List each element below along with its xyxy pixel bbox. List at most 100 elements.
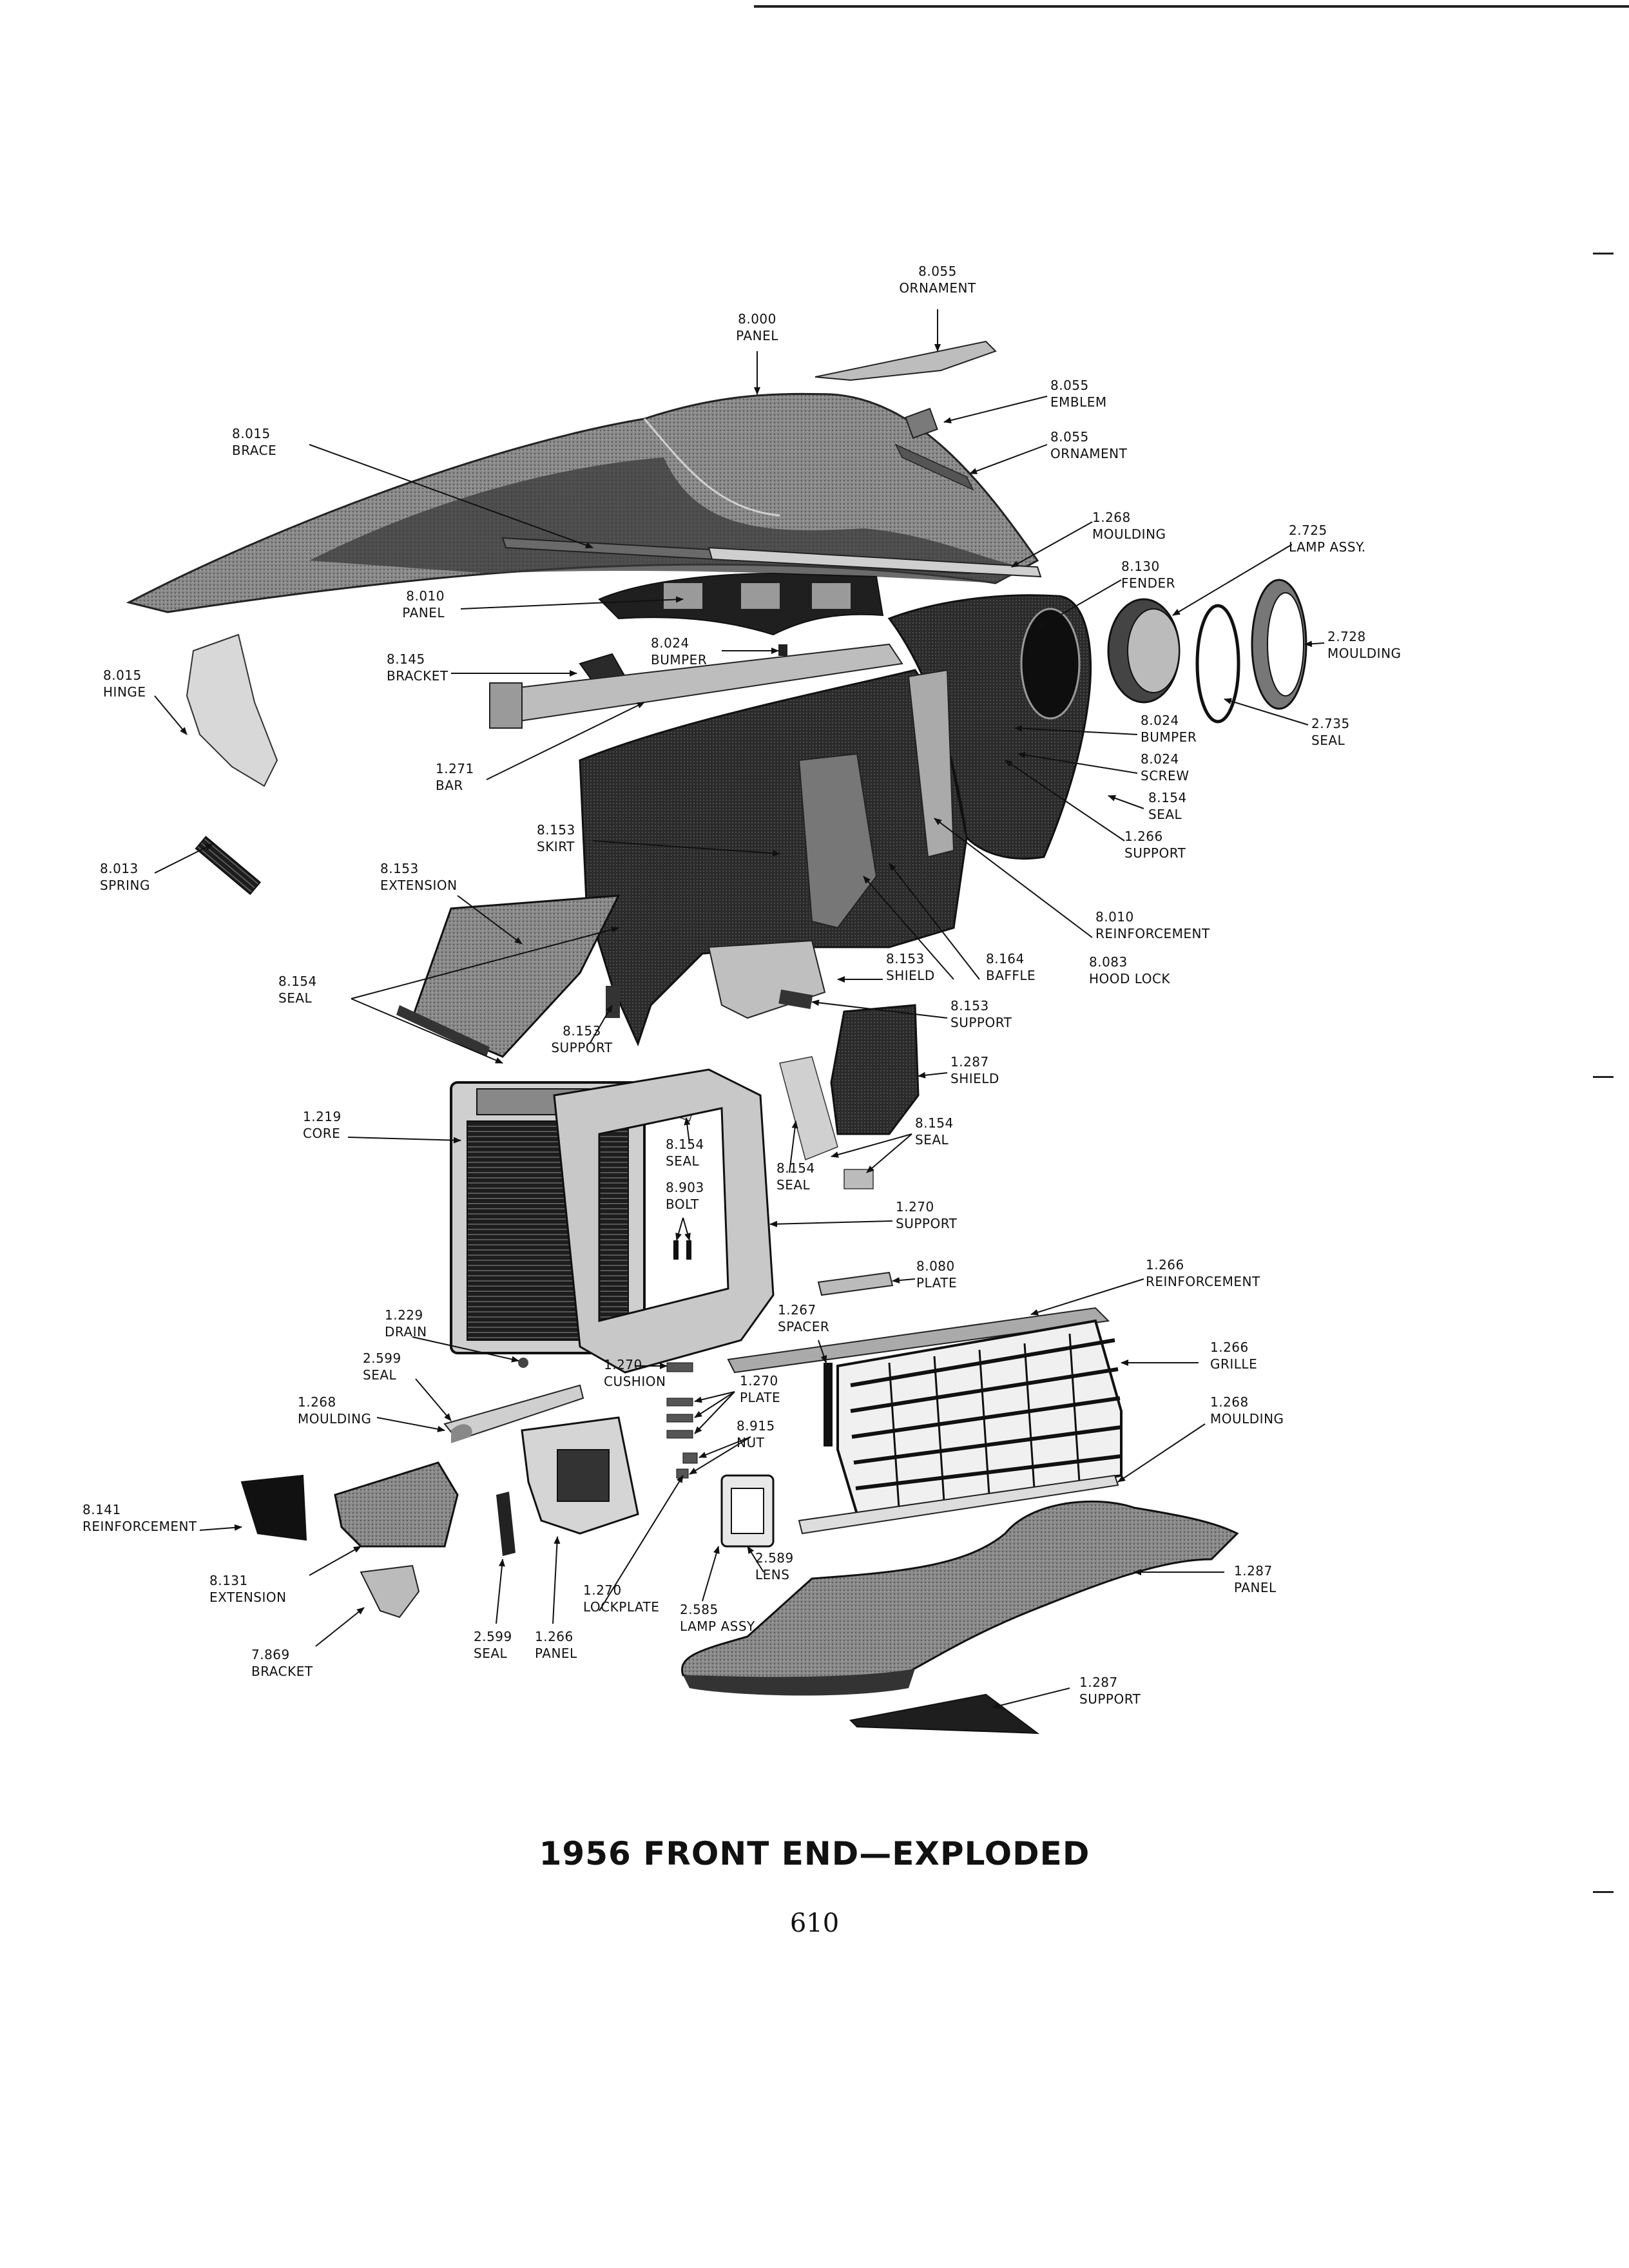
part-name: FENDER	[1121, 575, 1176, 591]
part-number: 1.287	[1079, 1675, 1118, 1690]
part-number: 1.268	[1210, 1394, 1249, 1410]
part-number: 1.270	[604, 1357, 642, 1372]
part-number: 2.725	[1289, 523, 1327, 538]
part-name: REINFORCEMENT	[82, 1519, 197, 1534]
part-name: SHIELD	[950, 1071, 999, 1086]
shield-seal-strip	[779, 1056, 838, 1161]
part-name: PANEL	[535, 1646, 577, 1661]
part-number: 1.266	[1210, 1340, 1249, 1355]
part-name: SHIELD	[886, 968, 935, 983]
part-number: 1.270	[896, 1199, 934, 1215]
page-number: 610	[789, 1908, 840, 1938]
grille	[836, 1319, 1123, 1516]
part-number: 2.589	[755, 1550, 794, 1566]
part-name: PLATE	[740, 1390, 781, 1405]
part-name: GRILLE	[1210, 1356, 1258, 1372]
core-drain	[518, 1358, 528, 1368]
grille-plate	[817, 1271, 894, 1296]
support-bolts	[673, 1240, 691, 1260]
hood-inner-panel	[598, 572, 884, 636]
part-number: 8.154	[915, 1115, 954, 1131]
part-number: 8.154	[776, 1160, 815, 1176]
part-name: ORNAMENT	[1050, 446, 1128, 461]
part-number: 8.024	[1141, 751, 1179, 767]
part-name: SEAL	[915, 1132, 949, 1148]
part-number: 8.024	[1141, 713, 1179, 728]
part-number: 8.153	[537, 822, 575, 838]
part-number: 8.055	[1050, 429, 1089, 445]
headlamp-moulding-ring	[1251, 579, 1307, 710]
part-number: 1.266	[1124, 829, 1163, 844]
part-name: LOCKPLATE	[583, 1599, 660, 1615]
part-name: SEAL	[1148, 807, 1182, 822]
skirt-support-right	[778, 989, 813, 1010]
hood-ornament	[815, 340, 997, 381]
part-number: 2.735	[1311, 716, 1350, 731]
left-lower-bracket	[360, 1564, 420, 1619]
bar-end-block	[489, 682, 523, 729]
part-name: SEAL	[278, 990, 313, 1006]
margin-mark	[1593, 1076, 1614, 1078]
part-number: 8.024	[651, 635, 689, 651]
part-number: 8.154	[278, 974, 317, 989]
part-name: PANEL	[736, 328, 778, 343]
callout-leaders	[154, 309, 1325, 1709]
part-number: 8.055	[918, 264, 957, 279]
part-name: REINFORCEMENT	[1095, 926, 1210, 941]
part-number: 1.268	[1092, 510, 1131, 525]
headlamp-seal-ring	[1195, 604, 1240, 724]
hood-bumper-inner	[778, 644, 787, 656]
part-name: BUMPER	[1141, 729, 1197, 745]
part-number: 1.270	[583, 1582, 622, 1598]
part-name: SUPPORT	[896, 1216, 958, 1231]
parking-lamp-panel	[521, 1416, 639, 1535]
left-reinforcement	[240, 1474, 307, 1541]
part-name: BRACKET	[387, 668, 448, 684]
part-name: SKIRT	[537, 839, 575, 854]
part-number: 2.585	[680, 1602, 718, 1617]
part-number: 8.153	[950, 998, 989, 1014]
part-name: BRACE	[232, 443, 277, 458]
part-name: SCREW	[1141, 768, 1190, 783]
part-name: PLATE	[916, 1275, 958, 1291]
part-name: EMBLEM	[1050, 394, 1107, 410]
part-name: SUPPORT	[551, 1040, 613, 1055]
hood-hinge	[186, 633, 278, 787]
part-name: HOOD LOCK	[1089, 971, 1171, 986]
shield-seal-pad	[843, 1169, 874, 1189]
part-name: REINFORCEMENT	[1146, 1274, 1260, 1289]
margin-mark	[1593, 253, 1614, 255]
part-name: EXTENSION	[209, 1590, 287, 1605]
extension-seal-strip	[396, 1005, 490, 1057]
lower-grille-moulding	[798, 1474, 1119, 1535]
part-number: 8.154	[1148, 790, 1187, 805]
part-name: SEAL	[474, 1646, 508, 1661]
part-number: 1.229	[385, 1307, 423, 1323]
valance-support	[849, 1693, 1040, 1735]
